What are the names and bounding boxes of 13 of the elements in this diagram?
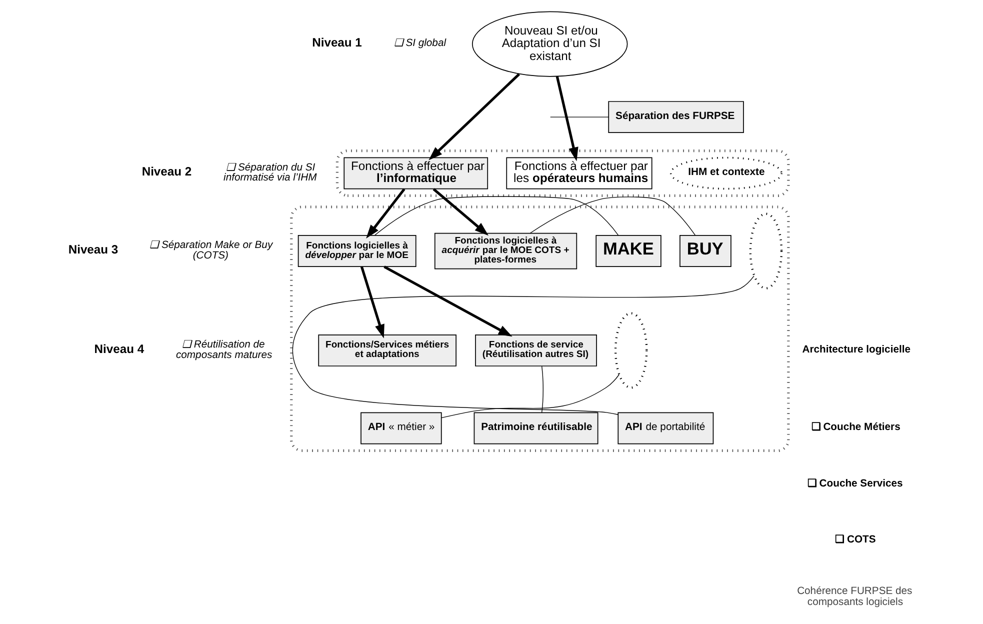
label: ❑ Couche Services bbox=[807, 478, 903, 490]
label: ❑ Séparation Make or Buy (COTS) bbox=[150, 240, 273, 262]
label: Niveau 2 bbox=[142, 164, 192, 179]
label: Niveau 3 bbox=[68, 242, 118, 256]
label: Niveau 1 bbox=[312, 35, 362, 50]
label: Architecture logicielle bbox=[802, 344, 910, 356]
label: ❑ SI global bbox=[394, 38, 446, 49]
label: ❑ COTS bbox=[835, 534, 876, 546]
label: Niveau 4 bbox=[94, 342, 144, 356]
label: Cohérence FURPSE des composants logiciels bbox=[797, 586, 912, 608]
label: ❑ Couche Métiers bbox=[811, 422, 900, 434]
label: ❑ Séparation du SI informatisé via l’IHM bbox=[224, 162, 317, 184]
label: ❑ Réutilisation de composants matures bbox=[176, 340, 272, 361]
